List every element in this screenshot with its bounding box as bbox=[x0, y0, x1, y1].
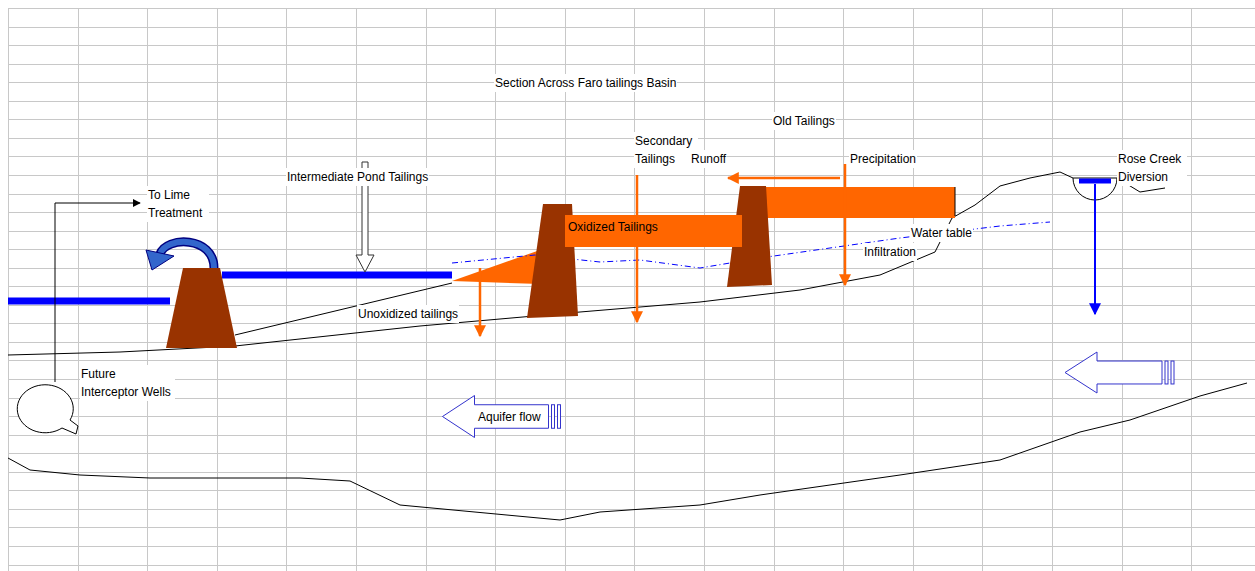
pipe-line bbox=[55, 203, 140, 382]
diagram-title: Section Across Faro tailings Basin bbox=[494, 74, 677, 92]
tailings-wedge bbox=[452, 250, 540, 284]
recycle-arrowhead bbox=[146, 250, 174, 270]
secondary-tailings-band bbox=[742, 187, 955, 218]
infiltration-arrow bbox=[479, 268, 482, 336]
seepage-arrow bbox=[1094, 184, 1096, 314]
arrow-shape bbox=[443, 396, 549, 438]
ground-surface bbox=[8, 172, 1073, 355]
bedrock-line bbox=[8, 383, 1247, 520]
groundwater-arrow bbox=[1065, 352, 1162, 393]
well-label: Future Interceptor Wells bbox=[80, 365, 175, 401]
tailings-band: Oxidized Tailings bbox=[565, 215, 742, 247]
tailings-edge bbox=[955, 187, 956, 216]
arrow-tail-bar bbox=[558, 405, 561, 429]
tailings-label: Secondary Tailings bbox=[634, 132, 698, 168]
tailings-label: Unoxidized tailings bbox=[357, 305, 459, 323]
infiltration-arrow bbox=[636, 175, 639, 322]
creek-label: Rose Creek Diversion bbox=[1117, 150, 1187, 186]
tailings-label: Intermediate Pond Tailings bbox=[286, 168, 429, 186]
precipitation-arrow bbox=[844, 164, 847, 285]
flow-label: Infiltration bbox=[863, 243, 917, 261]
discharge-water bbox=[8, 298, 170, 305]
flow-label: Runoff bbox=[690, 150, 727, 168]
arrow-tail-bar bbox=[552, 405, 555, 429]
dam bbox=[166, 268, 237, 348]
treatment-label: To Lime Treatment bbox=[147, 186, 209, 222]
tailings-label: Old Tailings bbox=[772, 112, 836, 130]
node-text: Oxidized Tailings bbox=[568, 219, 739, 235]
node-text: Aquifer flow bbox=[478, 409, 541, 425]
flow-label: Precipitation bbox=[849, 150, 917, 168]
grid-lines bbox=[8, 8, 1255, 571]
arrow-tail bbox=[1165, 361, 1174, 384]
aquifer-flow-arrow: Aquifer flow bbox=[442, 395, 567, 438]
well-symbol bbox=[17, 385, 78, 434]
water-table-label: Water table bbox=[910, 224, 973, 242]
diversion-water bbox=[1079, 179, 1111, 184]
runoff-arrow bbox=[728, 177, 840, 180]
arrow-tail-bar bbox=[1171, 361, 1174, 384]
arrow-tail-bar bbox=[1165, 361, 1168, 384]
pond-water bbox=[222, 272, 452, 279]
